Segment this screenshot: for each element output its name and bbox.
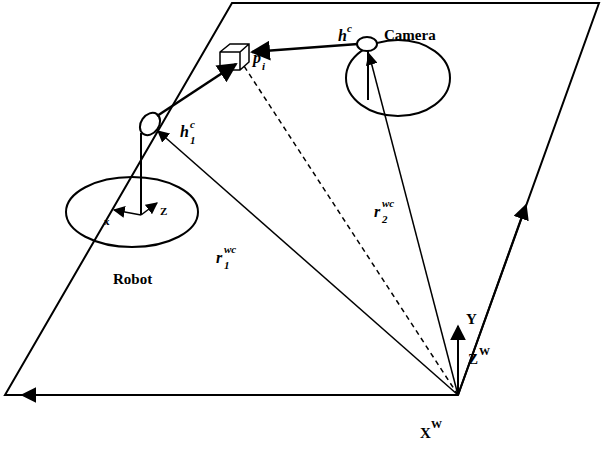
- axis-label: Z: [468, 352, 478, 367]
- robot-column: [140, 133, 142, 215]
- point-symbol: p: [253, 50, 261, 66]
- superscript: c: [190, 119, 195, 130]
- subscript: 1: [224, 260, 230, 271]
- robot-z-axis: [141, 203, 157, 215]
- ground-plane: [5, 3, 599, 395]
- h1-vector: [157, 64, 236, 116]
- r1-vector: [158, 131, 458, 395]
- y-world-axis: [457, 326, 459, 395]
- axis-label: Z: [160, 206, 167, 217]
- superscript: w: [262, 45, 269, 56]
- camera-column: [367, 50, 369, 100]
- axis-label: Y: [466, 312, 477, 327]
- vector-symbol: r: [374, 204, 380, 220]
- axis-label: x: [104, 216, 110, 227]
- object-position-dashed: [244, 66, 458, 395]
- r2-vector: [369, 54, 458, 395]
- robot-x-axis: [114, 210, 141, 215]
- subscript: 1: [190, 135, 196, 146]
- superscript: c: [347, 23, 352, 34]
- superscript: wc: [224, 244, 236, 255]
- camera-label: Camera: [384, 28, 436, 43]
- axis-label: X: [420, 426, 431, 441]
- superscript: wc: [382, 198, 394, 209]
- robot-label: Robot: [113, 272, 152, 287]
- vector-symbol: h: [180, 124, 189, 140]
- robot-base: [66, 177, 198, 247]
- camera-base: [346, 40, 450, 116]
- vector-symbol: h: [338, 28, 347, 44]
- z-world-axis: [458, 205, 526, 395]
- superscript: W: [431, 419, 442, 430]
- vector-symbol: r: [216, 250, 222, 266]
- subscript: 2: [382, 214, 388, 225]
- camera-head: [357, 37, 377, 51]
- subscript: i: [262, 61, 265, 72]
- x-world-axis: [22, 394, 458, 396]
- superscript: W: [479, 346, 490, 357]
